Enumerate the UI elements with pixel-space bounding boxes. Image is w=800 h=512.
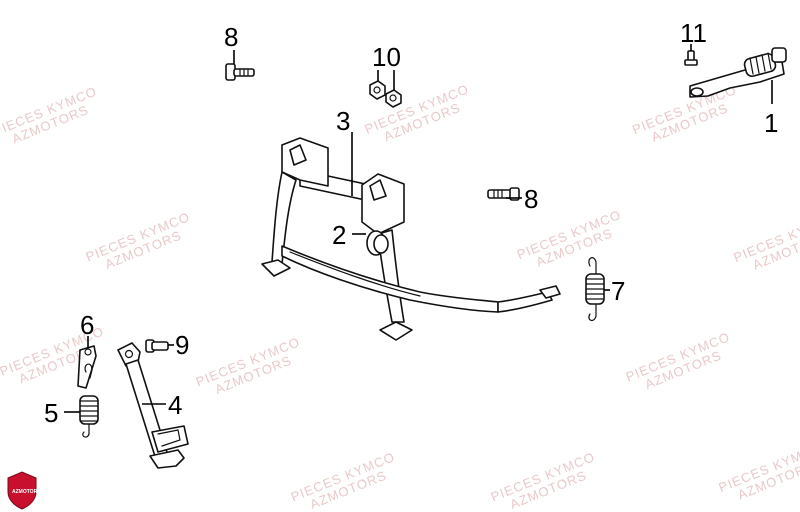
callout-5: 5: [44, 398, 58, 428]
watermark: PIECES KYMCO AZMOTORS: [716, 440, 800, 503]
callout-3: 3: [336, 106, 350, 136]
callout-9: 9: [175, 330, 189, 360]
watermark: PIECES KYMCO AZMOTORS: [84, 209, 193, 272]
callout-1: 1: [764, 108, 778, 138]
small-bolt-icon: [684, 50, 698, 66]
spring-plate-icon: [77, 345, 97, 389]
callout-10: 10: [372, 42, 401, 72]
watermark: PIECES KYMCO AZMOTORS: [624, 329, 733, 392]
watermark: PIECES KYMCO AZMOTORS: [515, 207, 624, 270]
callouts: 8 10 11 1 3 8 2 7 6 9 5 4: [44, 18, 778, 428]
logo-text: AZMOTORS: [12, 489, 41, 495]
callout-6: 6: [80, 310, 94, 340]
callout-4: 4: [168, 390, 182, 420]
bolt-icon: [225, 63, 255, 81]
rubber-stopper-icon: [366, 230, 389, 256]
watermark: PIECES KYMCO AZMOTORS: [630, 82, 739, 145]
pivot-bolt-icon: [145, 339, 169, 353]
callout-8-mid: 8: [524, 184, 538, 214]
azmotors-logo: AZMOTORS: [7, 471, 41, 510]
main-stand-icon: [261, 137, 561, 341]
callout-7: 7: [611, 276, 625, 306]
main-spring-icon: [585, 257, 605, 322]
callout-8-top: 8: [224, 22, 238, 52]
side-spring-icon: [79, 363, 99, 438]
kick-lever-icon: [689, 47, 787, 98]
watermark: PIECES KYMCO AZMOTORS: [289, 449, 398, 512]
callout-11: 11: [680, 18, 707, 48]
leader-lines: [64, 44, 773, 413]
watermark: PIECES KYMCO AZMOTORS: [731, 210, 800, 273]
callout-2: 2: [332, 220, 346, 250]
watermark: PIECES KYMCO AZMOTORS: [0, 84, 99, 147]
side-stand-icon: [117, 342, 189, 469]
watermark: PIECES KYMCO AZMOTORS: [489, 449, 598, 512]
nut-icon: [369, 80, 402, 108]
watermark: PIECES KYMCO AZMOTORS: [194, 334, 303, 397]
bolt-icon: [487, 187, 520, 201]
